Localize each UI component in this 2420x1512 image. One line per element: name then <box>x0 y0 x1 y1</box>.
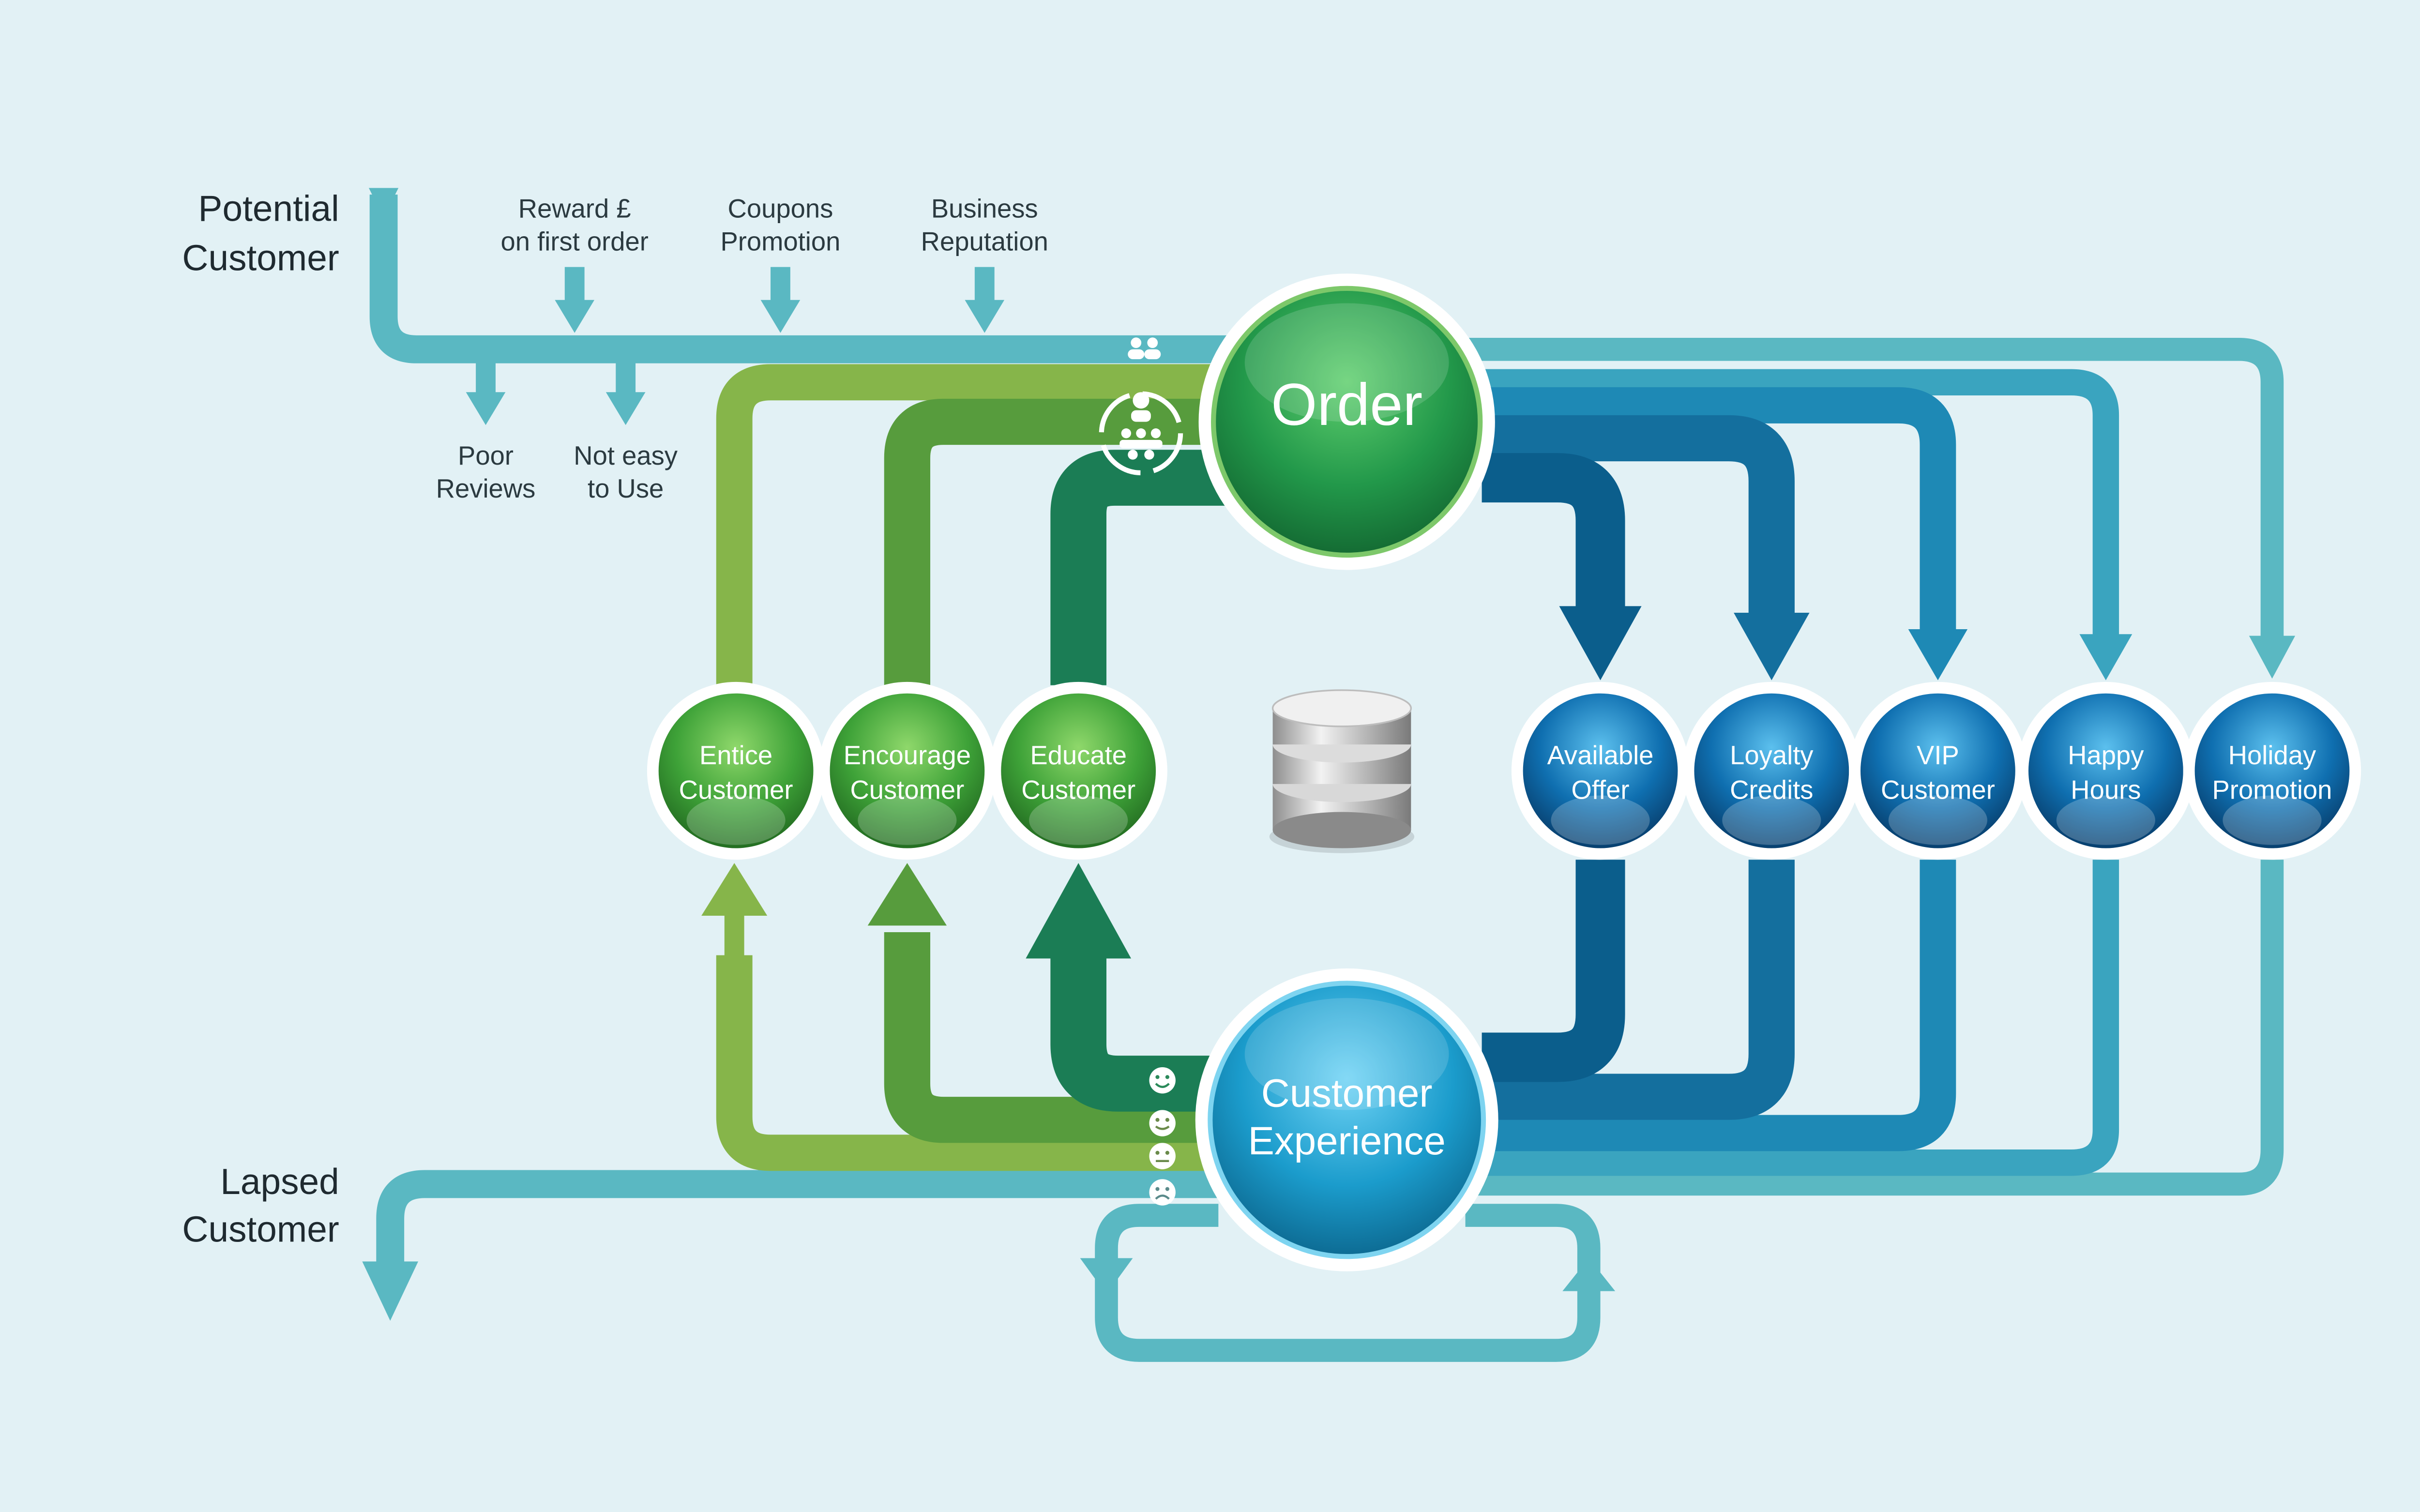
node-label-line2: Customer <box>1021 775 1135 804</box>
experience-label-line2: Experience <box>1248 1119 1445 1163</box>
coupons-label-line1: Coupons <box>728 194 833 224</box>
not-easy-label: Not easy to Use <box>574 441 678 503</box>
business-label: Business Reputation <box>921 194 1048 257</box>
node-loyalty-credits[interactable]: Loyalty Credits <box>1682 681 1861 860</box>
happy-face-icon <box>1149 1067 1176 1094</box>
smile-face-icon <box>1149 1110 1176 1136</box>
node-label-line1: Holiday <box>2228 741 2316 770</box>
experience-label-line1: Customer <box>1261 1072 1433 1116</box>
business-label-line2: Reputation <box>921 227 1048 257</box>
node-label-line2: Customer <box>850 775 964 804</box>
potential-customer-label: Potential Customer <box>182 188 339 278</box>
node-label-line1: Encourage <box>844 741 971 770</box>
not-easy-line2: to Use <box>588 474 664 503</box>
lapsed-customer-flow <box>362 1170 1252 1321</box>
order-label: Order <box>1271 371 1422 438</box>
potential-label-line1: Potential <box>198 188 339 228</box>
order-hub[interactable]: Order <box>1198 273 1495 570</box>
poor-reviews-line2: Reviews <box>436 474 536 503</box>
node-label-line1: Available <box>1547 741 1654 770</box>
node-encourage-customer[interactable]: Encourage Customer <box>818 681 997 860</box>
coupons-label: Coupons Promotion <box>720 194 840 257</box>
neutral-face-icon <box>1149 1143 1176 1169</box>
poor-reviews-line1: Poor <box>458 441 514 470</box>
customer-experience-hub[interactable]: Customer Experience <box>1195 968 1498 1271</box>
node-available-offer[interactable]: Available Offer <box>1511 681 1690 860</box>
node-label-line1: Loyalty <box>1730 741 1814 770</box>
lapsed-label-line2: Customer <box>182 1209 339 1250</box>
node-vip-customer[interactable]: VIP Customer <box>1849 681 2027 860</box>
database-icon <box>1269 689 1415 853</box>
node-label-line2: Promotion <box>2212 775 2332 804</box>
node-holiday-promotion[interactable]: Holiday Promotion <box>2183 681 2361 860</box>
reward-label-line2: on first order <box>501 227 649 257</box>
potential-label-line2: Customer <box>182 237 339 278</box>
users-icon <box>1128 337 1161 360</box>
node-label-line1: Educate <box>1030 741 1127 770</box>
node-label-line2: Customer <box>679 775 793 804</box>
node-educate-customer[interactable]: Educate Customer <box>989 681 1167 860</box>
coupons-label-line2: Promotion <box>720 227 840 257</box>
lapsed-customer-label: Lapsed Customer <box>182 1161 339 1250</box>
node-label-line2: Customer <box>1881 775 1995 804</box>
sad-face-icon <box>1149 1179 1176 1206</box>
experience-loop <box>1080 1204 1616 1362</box>
node-label-line2: Hours <box>2071 775 2141 804</box>
node-happy-hours[interactable]: Happy Hours <box>2017 681 2195 860</box>
potential-customer-flow <box>369 188 1252 425</box>
blue-loops <box>1449 337 2296 1196</box>
poor-reviews-label: Poor Reviews <box>436 441 536 503</box>
reward-label: Reward £ on first order <box>501 194 649 257</box>
not-easy-line1: Not easy <box>574 441 678 470</box>
business-label-line1: Business <box>931 194 1038 224</box>
node-label-line1: Entice <box>699 741 772 770</box>
reward-label-line1: Reward £ <box>518 194 631 224</box>
node-label-line1: VIP <box>1917 741 1959 770</box>
node-entice-customer[interactable]: Entice Customer <box>647 681 825 860</box>
team-cycle-icon <box>1099 391 1183 475</box>
node-label-line2: Credits <box>1730 775 1813 804</box>
lapsed-label-line1: Lapsed <box>220 1161 339 1202</box>
node-label-line1: Happy <box>2068 741 2144 770</box>
node-label-line2: Offer <box>1572 775 1630 804</box>
green-loops <box>701 364 1235 1171</box>
